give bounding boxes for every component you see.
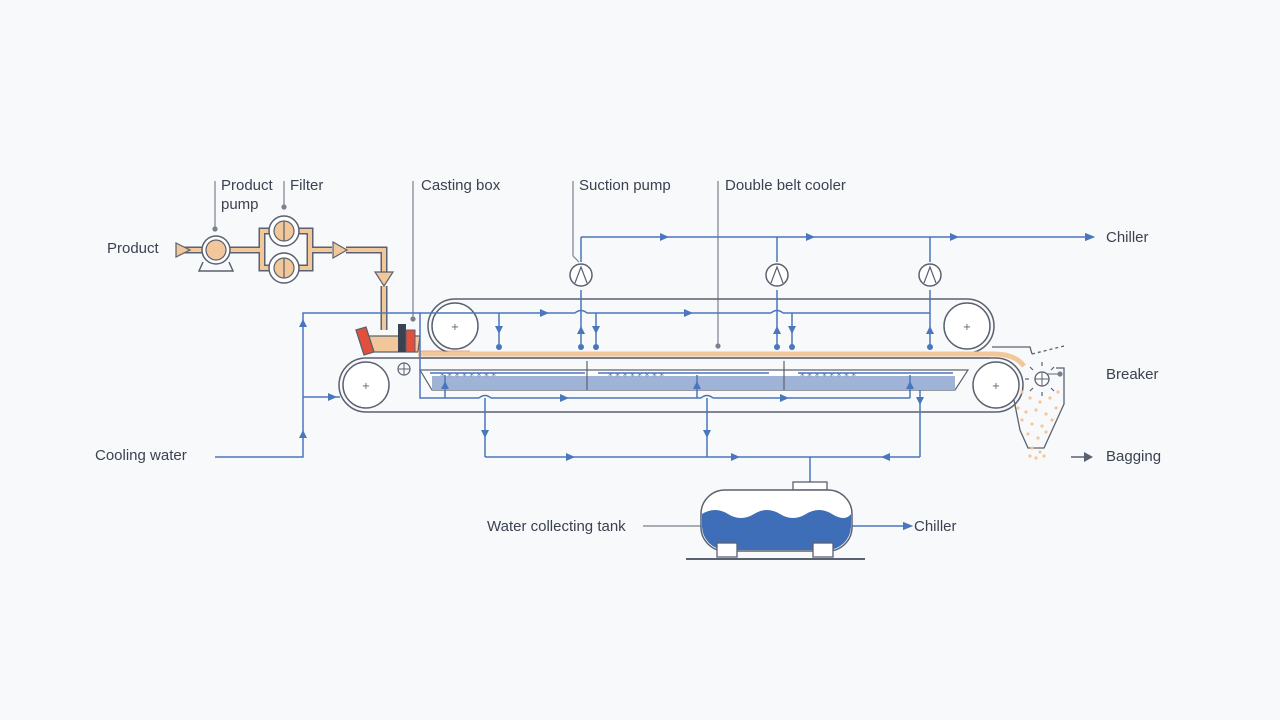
label-breaker: Breaker (1106, 366, 1159, 383)
label-product-pump-line2: pump (221, 196, 259, 213)
label-chiller-bottom: Chiller (914, 518, 957, 535)
lower-drum-left (342, 361, 390, 409)
product-inlet-arrow (175, 242, 192, 258)
cooling-water-lines (215, 232, 1096, 531)
spray-points (496, 344, 933, 350)
label-cooling-water: Cooling water (95, 447, 187, 464)
double-belt-cooler: + + + + * * * * * * * * * * * * * * * * … (338, 298, 1026, 413)
label-suction-pump: Suction pump (579, 177, 671, 194)
water-flow-arrows (299, 233, 959, 461)
label-product: Product (107, 240, 160, 257)
svg-text:+: + (362, 381, 370, 392)
upper-drum-left (431, 302, 479, 350)
label-water-collecting-tank: Water collecting tank (487, 518, 626, 535)
svg-text:* * * * * * * *: * * * * * * * * (440, 372, 497, 382)
breaker-icon (992, 345, 1065, 460)
label-bagging: Bagging (1106, 448, 1161, 465)
product-pump-icon (197, 235, 235, 272)
upper-drum-right (943, 302, 991, 350)
label-casting-box: Casting box (421, 177, 501, 194)
svg-text:* * * * * * * *: * * * * * * * * (800, 372, 857, 382)
lower-drum-right (972, 361, 1020, 409)
water-collecting-tank (686, 481, 865, 560)
label-filter: Filter (290, 177, 323, 194)
svg-text:+: + (451, 322, 459, 333)
svg-text:* * * * * * * *: * * * * * * * * (608, 372, 665, 382)
bagging-arrow (1071, 452, 1093, 462)
svg-text:+: + (963, 322, 971, 333)
suction-pump-icon (569, 263, 942, 287)
label-product-pump-line1: Product (221, 177, 274, 194)
product-flow-arrow (332, 240, 349, 260)
label-double-belt-cooler: Double belt cooler (725, 177, 846, 194)
svg-text:+: + (992, 381, 1000, 392)
casting-funnel-icon (373, 271, 395, 288)
label-chiller-top: Chiller (1106, 229, 1149, 246)
filter-icon (268, 215, 300, 284)
